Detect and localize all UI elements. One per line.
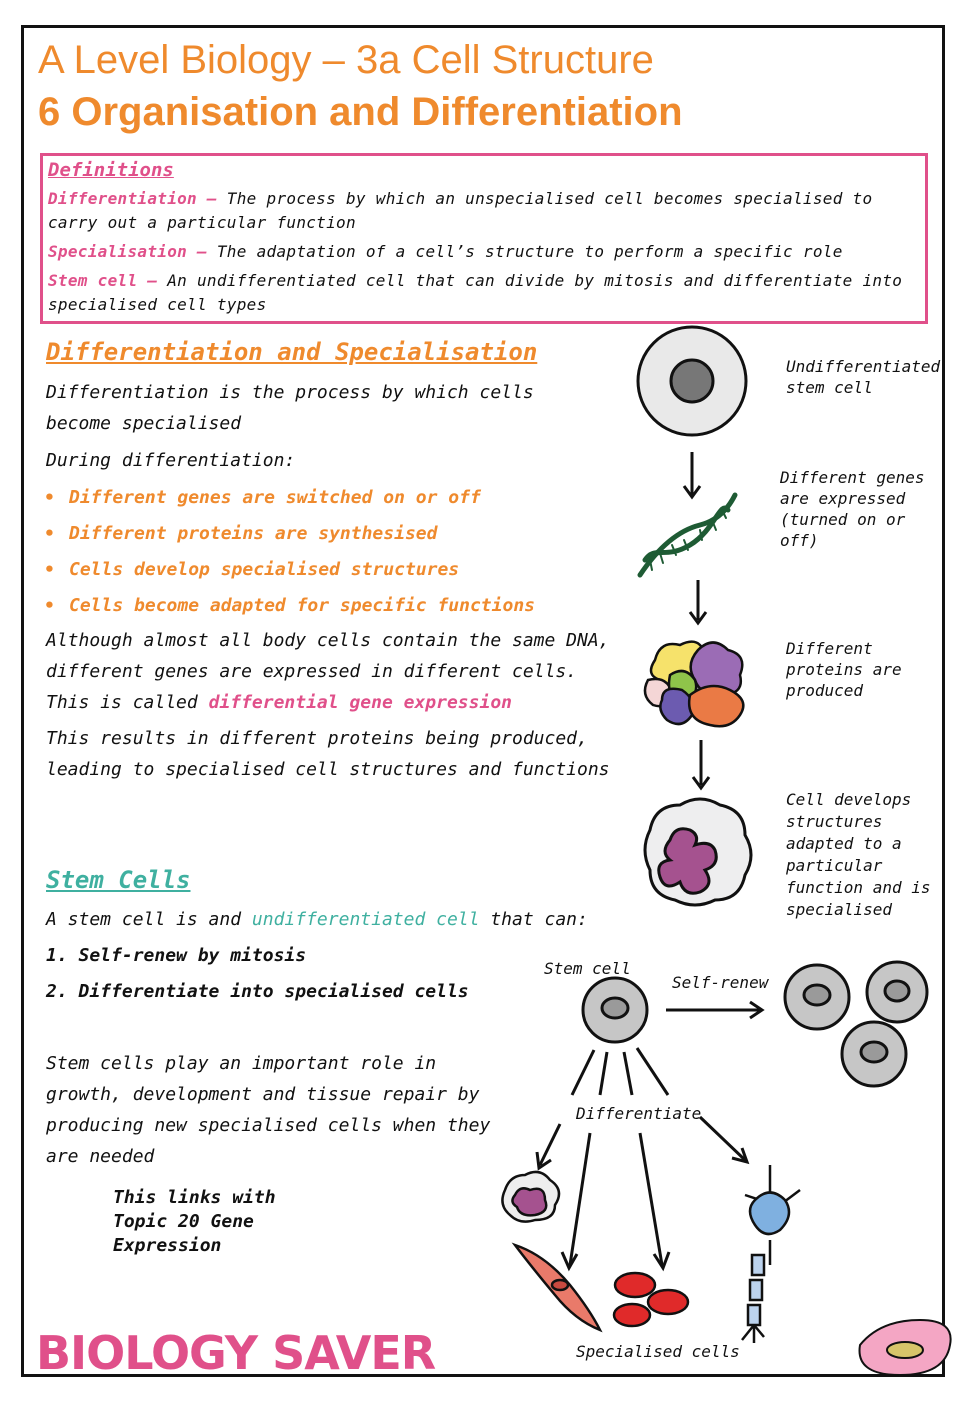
list-item: •Cells become adapted for specific funct… (44, 595, 535, 616)
page-subtitle: 6 Organisation and Differentiation (38, 90, 683, 134)
bacterium-icon (858, 1318, 952, 1377)
list-item: •Different genes are switched on or off (44, 487, 481, 508)
diff-bullets: •Different genes are switched on or off … (44, 480, 535, 624)
stem-cell-icon (581, 976, 649, 1044)
diff-intro: Differentiation is the process by which … (46, 382, 534, 434)
definitions-box: Definitions Differentiation – The proces… (40, 153, 928, 324)
brand-logo: BIOLOGY SAVER (36, 1326, 436, 1380)
stem-intro: A stem cell is and undifferentiated cell… (46, 909, 588, 930)
definitions-heading: Definitions (48, 159, 174, 181)
specialised-cells-label: Specialised cells (576, 1342, 740, 1361)
definition-text: The process by which an unspecialised ce… (48, 189, 873, 232)
flow-label-genes: Different genes are expressed (turned on… (780, 468, 925, 550)
muscle-cell-icon (511, 1242, 603, 1333)
renewed-cells-icon (783, 960, 929, 1088)
diff-section-heading: Differentiation and Specialisation (46, 338, 538, 366)
diff-paragraph-1: Although almost all body cells contain t… (46, 630, 610, 713)
definition-term: Differentiation – (48, 189, 217, 208)
neuron-icon (741, 1165, 801, 1343)
definition-stem-cell: Stem cell – An undifferentiated cell tha… (48, 269, 920, 317)
topic-link-note: This links with Topic 20 Gene Expression (113, 1187, 276, 1256)
list-item: •Different proteins are synthesised (44, 523, 438, 544)
definition-term: Specialisation – (48, 242, 207, 261)
red-blood-cells-icon (612, 1271, 690, 1328)
highlight-term: undifferentiated cell (251, 909, 480, 930)
page-border (21, 25, 945, 1377)
stem-point-2: 2. Differentiate into specialised cells (46, 981, 469, 1002)
flow-label-proteins: Different proteins are produced (786, 639, 902, 700)
self-renew-arrow (666, 1000, 765, 1020)
stem-section-heading: Stem Cells (46, 866, 191, 894)
proteins-icon (643, 640, 745, 728)
definition-text: An undifferentiated cell that can divide… (48, 271, 903, 314)
differentiate-arrows (535, 1047, 750, 1272)
dna-icon (637, 492, 738, 578)
flow-label-specialised: Cell develops structures adapted to a pa… (786, 790, 931, 919)
stem-cell-label: Stem cell (544, 959, 631, 978)
specialised-cell-icon (643, 797, 753, 907)
definition-specialisation: Specialisation – The adaptation of a cel… (48, 240, 920, 264)
flow-label-stem: Undifferentiated stem cell (786, 357, 941, 397)
diff-during: During differentiation: (46, 450, 296, 471)
flow-arrows (682, 452, 711, 791)
definition-text: The adaptation of a cell’s structure to … (206, 242, 843, 261)
differentiate-label: Differentiate (576, 1104, 702, 1123)
page-title: A Level Biology – 3a Cell Structure (38, 38, 654, 82)
stem-paragraph: Stem cells play an important role in gro… (46, 1053, 491, 1167)
white-blood-cell-icon (501, 1170, 561, 1223)
diff-paragraph-2: This results in different proteins being… (46, 728, 610, 780)
list-item: •Cells develop specialised structures (44, 559, 460, 580)
undifferentiated-cell-icon (636, 325, 748, 437)
definition-term: Stem cell – (48, 271, 158, 290)
self-renew-label: Self-renew (672, 973, 769, 992)
definition-differentiation: Differentiation – The process by which a… (48, 187, 920, 235)
stem-point-1: 1. Self-renew by mitosis (46, 945, 307, 966)
highlight-term: differential gene expression (208, 692, 512, 713)
